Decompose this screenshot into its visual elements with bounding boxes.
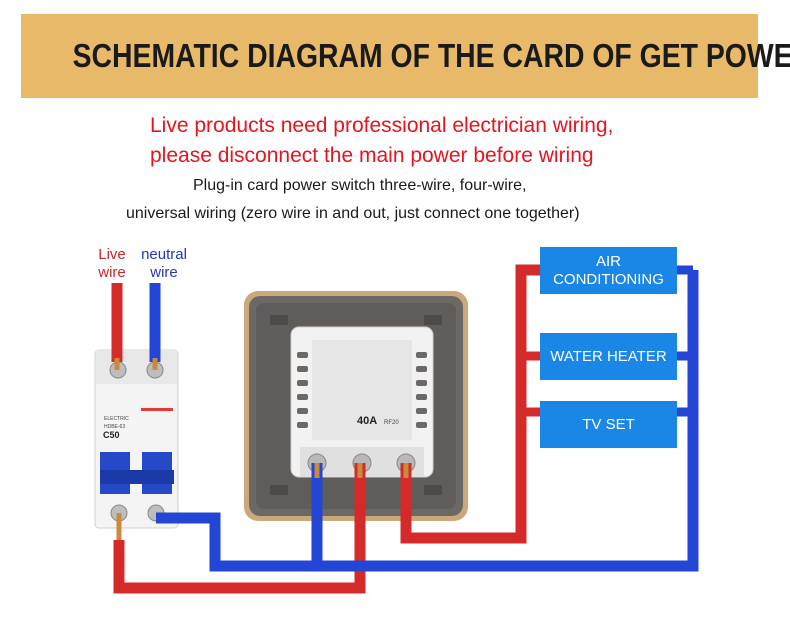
air-label-line2: CONDITIONING	[553, 270, 664, 288]
circuit-breaker	[94, 349, 179, 529]
warning-line-2: please disconnect the main power before …	[150, 144, 594, 167]
live-wire-to-switch	[113, 463, 366, 594]
page-title: SCHEMATIC DIAGRAM OF THE CARD OF GET POW…	[72, 37, 790, 74]
neutral-wire-label-line1: neutral	[141, 246, 187, 263]
neutral-wire-to-appliances	[215, 270, 699, 572]
tv-label: TV SET	[582, 415, 635, 433]
live-wire-label-line1: Live	[98, 246, 126, 263]
breaker-model: HDBE-63	[104, 424, 126, 430]
neutral-wire-label-line2: wire	[150, 264, 178, 281]
warning-line-1: Live products need professional electric…	[150, 114, 614, 137]
module-rating: 40A	[357, 415, 378, 427]
air-label-line1: AIR	[595, 252, 621, 270]
appliance-water-heater: WATER HEATER	[540, 333, 677, 380]
breaker-brand: ELECTRIC	[104, 416, 129, 422]
header-banner: SCHEMATIC DIAGRAM OF THE CARD OF GET POW…	[21, 14, 790, 98]
appliance-air-conditioning: AIR CONDITIONING	[540, 247, 677, 294]
live-wire-label-line2: wire	[98, 264, 126, 281]
module-sub-label: RF20	[384, 420, 399, 426]
live-wire-label: Live wire	[90, 246, 134, 282]
note-line-1: Plug-in card power switch three-wire, fo…	[193, 177, 527, 194]
appliance-tv-set: TV SET	[540, 401, 677, 448]
neutral-wire-label: neutral wire	[134, 246, 194, 282]
power-module	[290, 326, 434, 478]
breaker-rating: C50	[103, 430, 120, 440]
note-line-2: universal wiring (zero wire in and out, …	[126, 205, 580, 222]
switched-live-wire	[400, 264, 540, 544]
water-label: WATER HEATER	[550, 347, 667, 365]
